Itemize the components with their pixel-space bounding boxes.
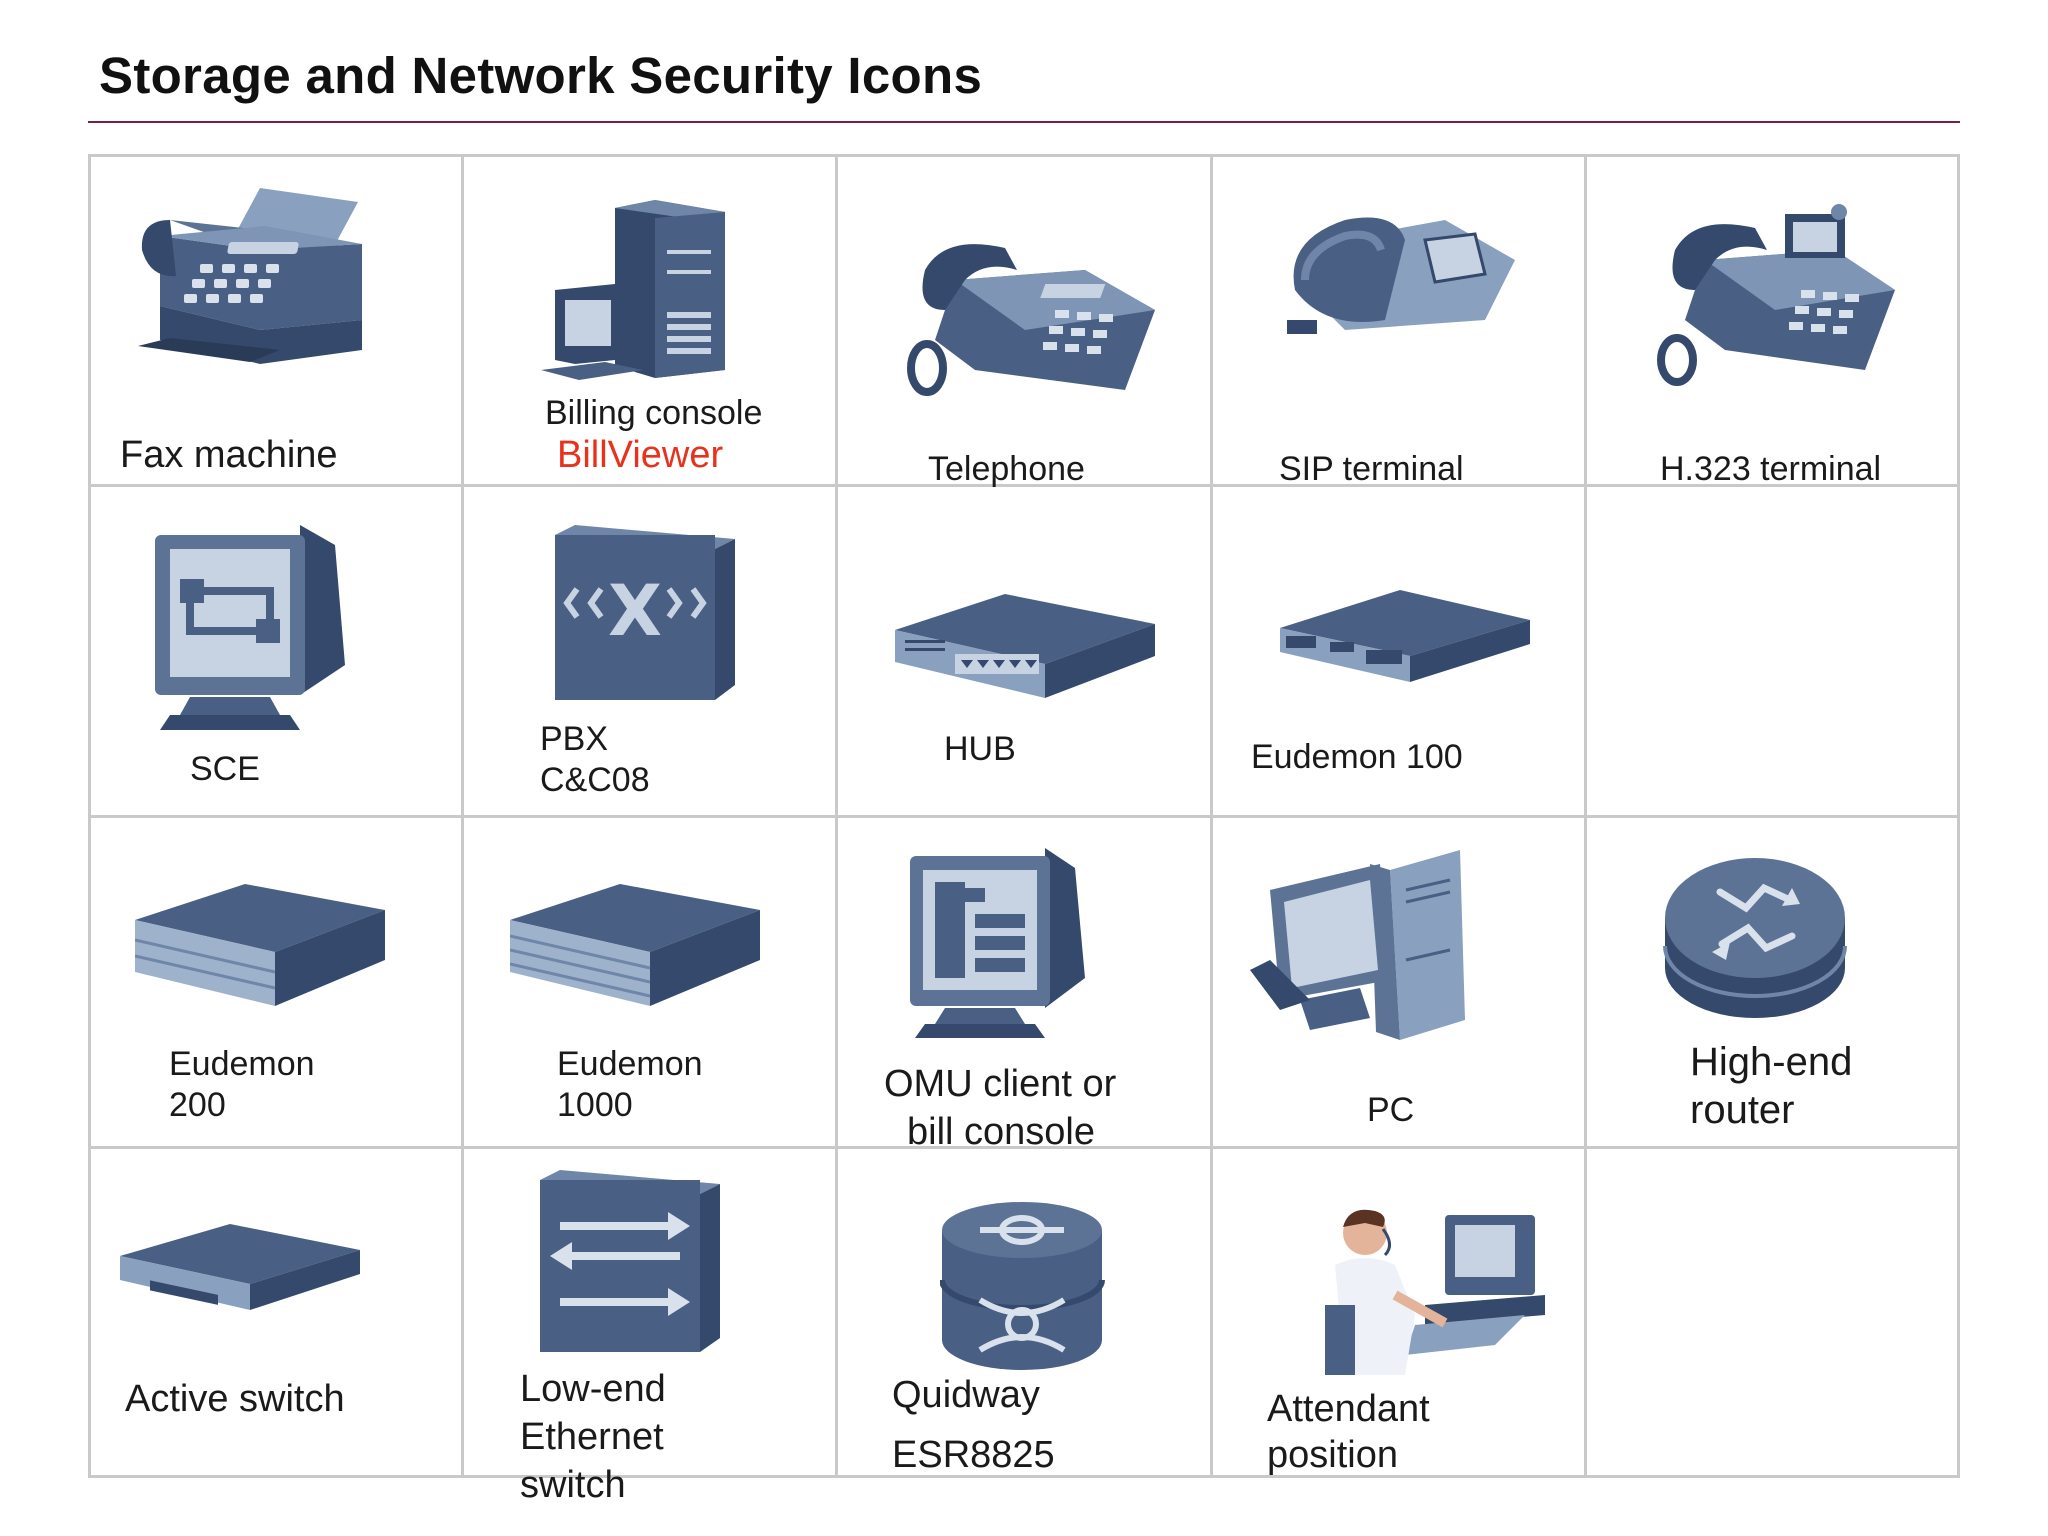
- page-title: Storage and Network Security Icons: [99, 47, 983, 104]
- grid-divider: [88, 484, 1960, 487]
- label-attendant-line2: position: [1267, 1434, 1398, 1476]
- sip-terminal-icon: [1287, 217, 1515, 334]
- fax-machine-icon: [138, 188, 362, 364]
- title-underline: [88, 121, 1960, 123]
- label-low-end-line2: Ethernet: [520, 1416, 664, 1458]
- h323-terminal-icon: [1657, 204, 1895, 386]
- pbx-icon: X: [555, 525, 735, 700]
- label-active-switch: Active switch: [125, 1378, 345, 1420]
- label-low-end-line1: Low-end: [520, 1368, 666, 1410]
- label-billviewer: BillViewer: [557, 434, 724, 476]
- label-quidway-line2: ESR8825: [892, 1434, 1055, 1476]
- eudemon-1000-icon: [510, 884, 760, 1006]
- label-billing-console: Billing console: [545, 394, 763, 432]
- label-sip-terminal: SIP terminal: [1279, 450, 1464, 488]
- grid-divider: [88, 815, 1960, 818]
- pc-icon: [1250, 850, 1465, 1040]
- low-end-ethernet-switch-icon: [540, 1170, 720, 1352]
- sce-monitor-icon: [155, 525, 345, 730]
- label-h323-terminal: H.323 terminal: [1660, 450, 1882, 488]
- eudemon-200-icon: [135, 884, 385, 1006]
- high-end-router-icon: [1663, 858, 1847, 1018]
- label-omu-client-line1: OMU client or: [884, 1063, 1117, 1105]
- label-eudemon-200-line1: Eudemon: [169, 1045, 315, 1083]
- label-eudemon-200-line2: 200: [169, 1086, 226, 1124]
- label-low-end-line3: switch: [520, 1464, 626, 1506]
- active-switch-icon: [120, 1224, 360, 1310]
- grid-divider: [88, 1146, 1960, 1149]
- label-high-end-router-line2: router: [1690, 1088, 1795, 1132]
- label-high-end-router-line1: High-end: [1690, 1040, 1853, 1084]
- label-pbx: PBX: [540, 720, 609, 758]
- telephone-icon: [907, 244, 1155, 396]
- billing-console-icon: [541, 200, 725, 380]
- label-quidway-line1: Quidway: [892, 1374, 1040, 1416]
- label-attendant-line1: Attendant: [1267, 1388, 1430, 1430]
- attendant-position-icon: [1325, 1209, 1545, 1375]
- hub-icon: [895, 594, 1155, 698]
- label-eudemon-1000-line1: Eudemon: [557, 1045, 703, 1083]
- label-cc08: C&C08: [540, 761, 650, 799]
- omu-client-icon: [910, 848, 1085, 1038]
- label-hub: HUB: [944, 730, 1016, 768]
- label-omu-client-line2: bill console: [907, 1111, 1095, 1153]
- label-eudemon-1000-line2: 1000: [557, 1086, 633, 1124]
- label-eudemon-100: Eudemon 100: [1251, 738, 1463, 776]
- eudemon-100-icon: [1280, 590, 1530, 682]
- label-fax-machine: Fax machine: [120, 434, 338, 476]
- label-pc: PC: [1367, 1091, 1415, 1129]
- svg-text:X: X: [608, 570, 662, 652]
- label-telephone: Telephone: [928, 450, 1085, 488]
- quidway-router-icon: [940, 1202, 1105, 1370]
- label-sce: SCE: [190, 750, 260, 788]
